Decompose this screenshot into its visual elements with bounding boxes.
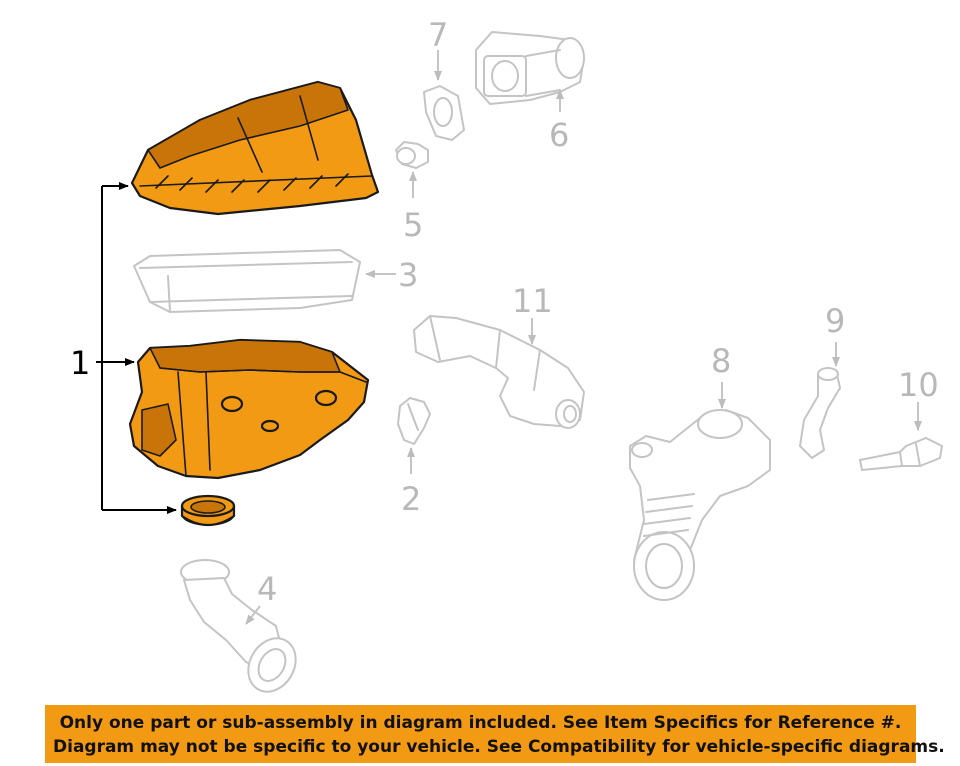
pcv-connector	[859, 437, 943, 471]
air-filter-element	[133, 249, 361, 313]
callout-11: 11	[512, 282, 553, 320]
disclaimer-banner: Only one part or sub-assembly in diagram…	[45, 705, 945, 763]
disclaimer-line-1: Only one part or sub-assembly in diagram…	[59, 713, 902, 733]
resonator-duct	[629, 409, 771, 601]
air-cleaner-lower-case	[128, 338, 370, 480]
callout-5: 5	[403, 206, 423, 244]
gasket	[423, 85, 465, 141]
callout-2: 2	[401, 480, 421, 518]
disclaimer-line-2: Diagram may not be specific to your vehi…	[53, 737, 945, 757]
mass-airflow-sensor	[475, 31, 585, 105]
callout-4: 4	[257, 570, 277, 608]
vacuum-hose	[799, 367, 841, 459]
air-cleaner-upper-cover	[130, 80, 380, 216]
callout-7: 7	[428, 16, 448, 54]
air-temp-sensor	[395, 141, 429, 169]
callout-9: 9	[825, 302, 845, 340]
air-cleaner-seal-ring	[180, 494, 236, 527]
callout-1: 1	[70, 344, 90, 382]
intake-elbow-hose	[180, 559, 297, 693]
intake-tube	[413, 315, 585, 429]
idle-sensor	[397, 397, 431, 445]
callout-10: 10	[898, 366, 939, 404]
callout-3: 3	[398, 256, 418, 294]
callout-6: 6	[549, 116, 569, 154]
callout-4-leader	[245, 605, 261, 625]
callout-8: 8	[711, 342, 731, 380]
callout-1-bracket	[96, 182, 177, 514]
